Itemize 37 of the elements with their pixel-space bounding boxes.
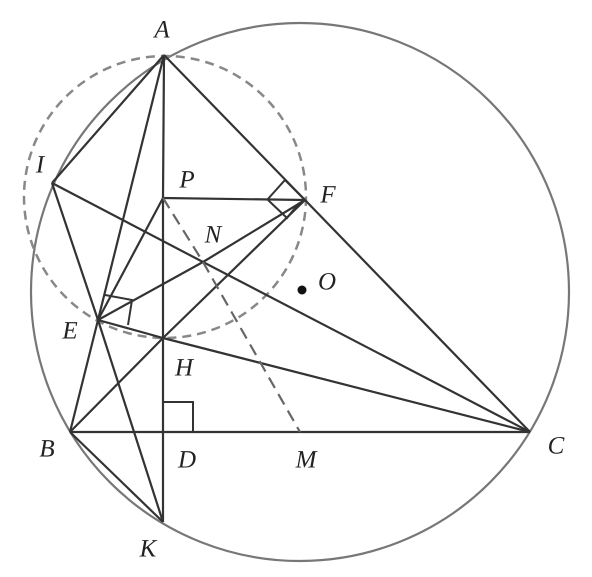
point-label: C: [548, 434, 564, 458]
line-segment: [52, 182, 204, 263]
line-segment: [163, 54, 306, 201]
point-label: H: [174, 356, 194, 380]
line-segment: [51, 54, 165, 184]
line-segment: [96, 320, 164, 522]
line-segment: [162, 55, 166, 198]
point-label: B: [39, 436, 55, 462]
line-segment: [162, 196, 306, 202]
line-segment: [162, 432, 164, 522]
line-segment: [69, 431, 164, 523]
point-label: K: [140, 536, 156, 562]
line-segment: [163, 430, 300, 434]
line-segment: [162, 336, 530, 434]
line-segment: [300, 430, 530, 434]
line-segment: [162, 338, 164, 432]
point-label: M: [296, 448, 316, 472]
point-label: N: [204, 222, 222, 248]
point-label: A: [154, 18, 170, 42]
point-label: I: [36, 152, 44, 178]
point-label: O: [318, 270, 336, 294]
line-segment: [304, 199, 531, 433]
point-label: P: [179, 168, 195, 192]
point-label: D: [178, 448, 196, 472]
line-segment: [162, 198, 164, 338]
line-segment: [97, 197, 164, 321]
line-segment: [69, 337, 164, 433]
dashed-segment: [202, 261, 301, 433]
line-segment: [162, 199, 306, 339]
point-label: F: [320, 182, 336, 208]
point-label: E: [62, 318, 78, 344]
line-segment: [202, 261, 530, 433]
line-segment: [97, 261, 204, 321]
line-segment: [70, 430, 163, 434]
line-segment: [98, 318, 164, 340]
line-segment: [68, 320, 100, 432]
line-segment: [50, 182, 100, 320]
